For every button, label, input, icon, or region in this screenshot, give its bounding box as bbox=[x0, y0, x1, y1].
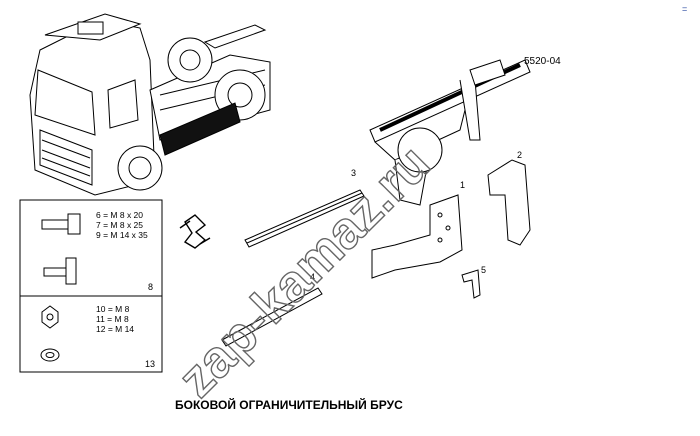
watermark: zap-kamaz.ru bbox=[167, 135, 441, 409]
bolt-spec-2: 9 = M 14 x 35 bbox=[96, 230, 148, 240]
nut-spec-0: 10 = M 8 bbox=[96, 304, 130, 314]
part-label-4: 4 bbox=[310, 272, 315, 282]
nut-icon bbox=[41, 305, 59, 329]
nut-spec-2: 12 = M 14 bbox=[96, 324, 134, 334]
nut-spec-1: 11 = M 8 bbox=[96, 314, 129, 324]
part-1-bracket bbox=[371, 194, 463, 279]
corner-mark: = bbox=[682, 4, 687, 14]
bolt-spec-0: 6 = M 8 x 20 bbox=[96, 210, 143, 220]
t-bolt-icon bbox=[43, 257, 77, 285]
part-label-1: 1 bbox=[460, 180, 465, 190]
part-2-bracket bbox=[487, 159, 531, 246]
part-5-clip bbox=[461, 269, 481, 299]
assembled-guard-view bbox=[369, 59, 531, 206]
bolt-icon bbox=[41, 213, 81, 235]
truck-illustration bbox=[29, 13, 271, 196]
washer-icon bbox=[40, 348, 60, 362]
part-4-strip bbox=[221, 287, 323, 347]
part-label-5: 5 bbox=[481, 265, 486, 275]
diagram-caption: БОКОВОЙ ОГРАНИЧИТЕЛЬНЫЙ БРУС bbox=[175, 397, 403, 412]
bolt-spec-1: 7 = M 8 x 25 bbox=[96, 220, 143, 230]
drawing-code: 5520-04 bbox=[524, 56, 561, 67]
fastener-table bbox=[19, 199, 163, 373]
rail-profile-section bbox=[179, 214, 211, 249]
part-label-3: 3 bbox=[351, 168, 356, 178]
part-3-rail bbox=[244, 189, 365, 248]
washer-group-number: 13 bbox=[145, 359, 155, 369]
part-label-2: 2 bbox=[517, 150, 522, 160]
bolt-group-number: 8 bbox=[148, 282, 153, 292]
